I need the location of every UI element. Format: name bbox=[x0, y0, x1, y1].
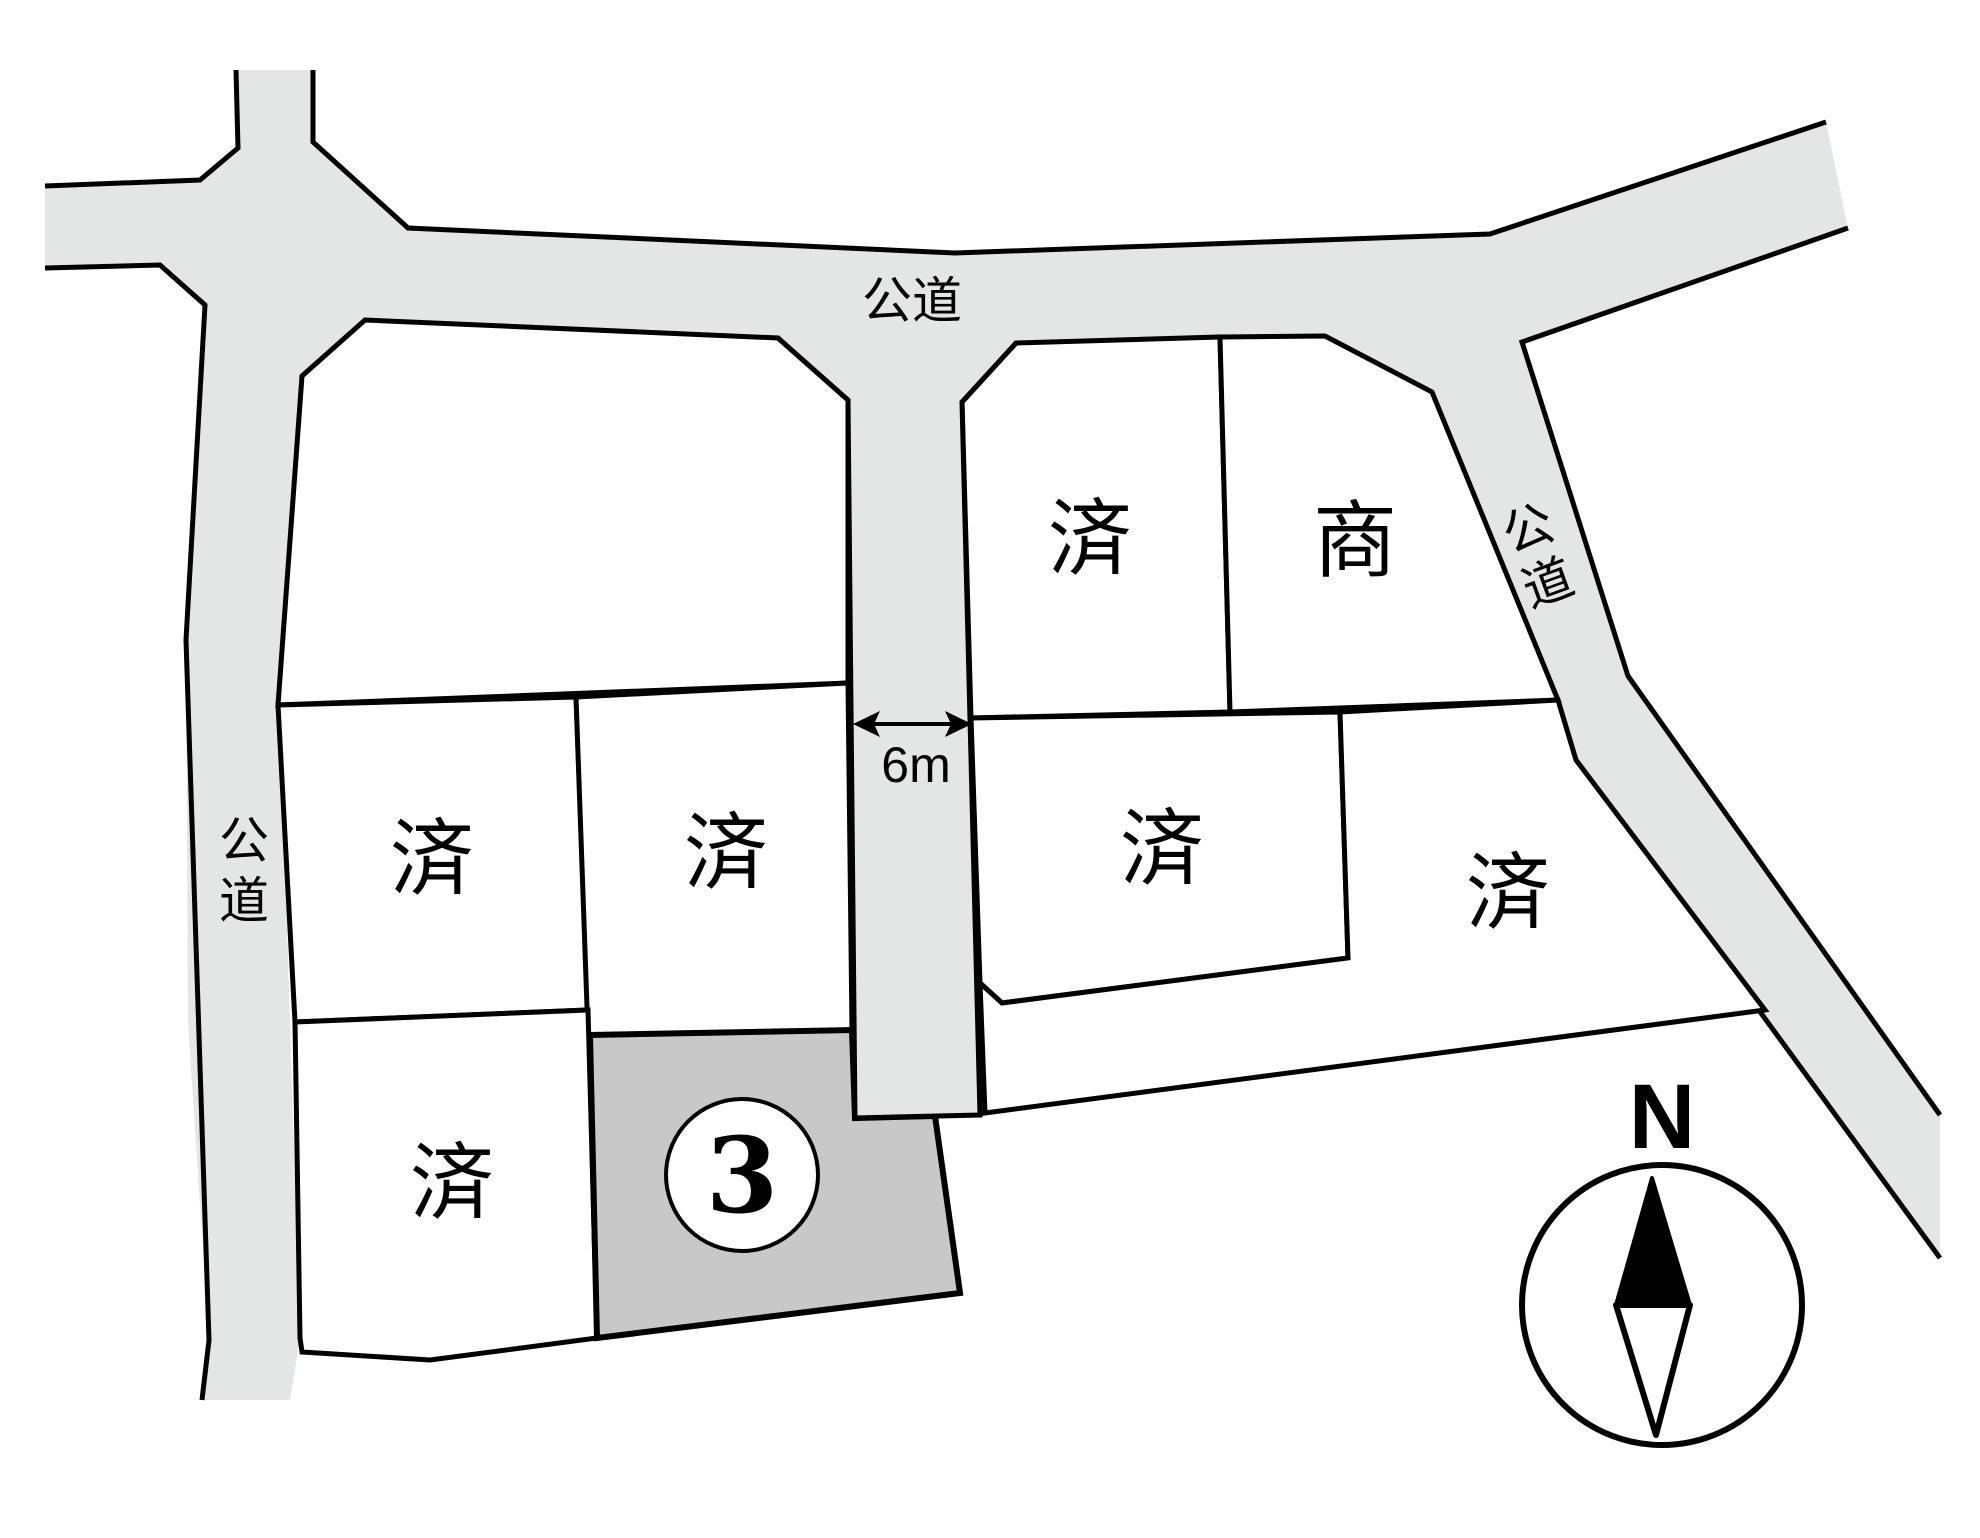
road-network bbox=[45, 70, 1940, 1400]
compass-rose: N bbox=[1519, 1066, 1805, 1448]
lot-status-label: 済 bbox=[1466, 844, 1550, 942]
arrow-left-icon bbox=[853, 711, 880, 737]
lot-status-label: 済 bbox=[410, 1134, 494, 1232]
road-label-north: 公道 bbox=[862, 272, 962, 330]
lot-number-badge: 3 bbox=[664, 1097, 820, 1253]
lot-status-label: 商 bbox=[1313, 492, 1397, 590]
lot-north-left[interactable] bbox=[275, 317, 851, 708]
north-label: N bbox=[1629, 1066, 1695, 1168]
road-label-west-1: 公 bbox=[219, 812, 269, 870]
private-road: 6m bbox=[776, 336, 1018, 1121]
private-road-width: 6m bbox=[881, 737, 950, 793]
lot-status-label: 済 bbox=[1120, 800, 1204, 898]
lot-status-label: 済 bbox=[684, 804, 768, 902]
lot-number: 3 bbox=[706, 1114, 778, 1237]
south-arrow-icon bbox=[1613, 1302, 1693, 1438]
lot-status-label: 済 bbox=[390, 810, 474, 908]
road-north-west bbox=[45, 70, 1940, 1400]
lot-north-right[interactable] bbox=[1217, 333, 1562, 715]
lot-east-far[interactable] bbox=[977, 697, 1770, 1116]
road-label-west-2: 道 bbox=[219, 872, 269, 930]
arrow-right-icon bbox=[945, 711, 972, 737]
lot-west-lower[interactable] bbox=[292, 1007, 600, 1363]
lot-status-label: 済 bbox=[1048, 490, 1132, 588]
